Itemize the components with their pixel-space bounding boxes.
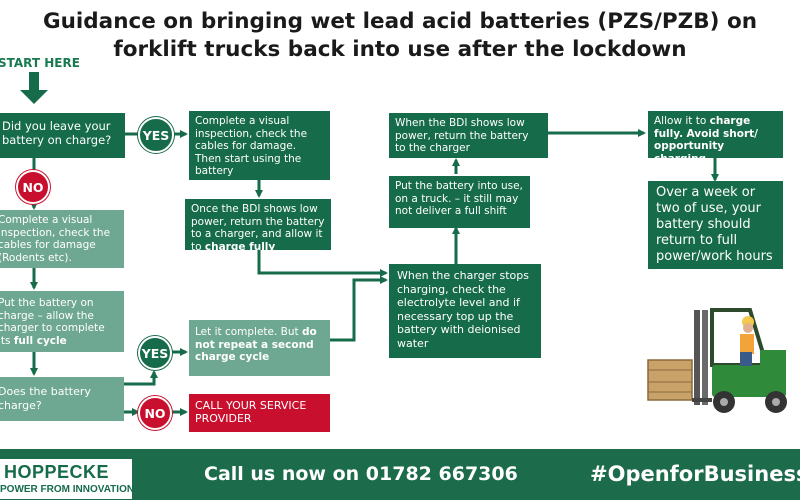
- charge-fully-bold: charge fully.: [654, 115, 751, 140]
- yes-decision-1: YES: [138, 117, 174, 153]
- charger-stops-check-electrolyte: When the charger stops charging, check t…: [389, 264, 541, 358]
- hoppecke-logo: HOPPECKE POWER FROM INNOVATION: [0, 459, 135, 499]
- bdi-low-return-battery: When the BDI shows low power, return the…: [389, 113, 548, 158]
- start-arrow-head: [20, 90, 48, 104]
- footer-bar: [0, 449, 800, 500]
- put-battery-on-charge: Put the battery on charge – allow the ch…: [0, 291, 124, 352]
- page-title-line-1: Guidance on bringing wet lead acid batte…: [42, 9, 758, 34]
- forklift-illustration: [647, 308, 787, 413]
- let-complete-text: Let it complete. But: [195, 326, 302, 338]
- allow-charge-fully: Allow it to charge fully. Avoid short/ o…: [648, 111, 783, 158]
- avoid-short-charging: Avoid short/ opportunity charging: [654, 127, 759, 158]
- let-complete-bold: do not repeat a second charge cycle: [195, 326, 317, 364]
- put-battery-into-use: Put the battery into use, on a truck. – …: [389, 176, 530, 228]
- no-decision-2: NO: [138, 396, 172, 430]
- logo-name: HOPPECKE: [4, 462, 110, 482]
- call-us-text: Call us now on 01782 667306: [204, 463, 518, 485]
- bdi-return-text: Once the BDI shows low power, return the…: [191, 203, 325, 250]
- bdi-return-charge-fully: Once the BDI shows low power, return the…: [185, 199, 331, 250]
- bdi-return-bold: charge fully: [204, 240, 276, 250]
- week-of-use-full-power: Over a week or two of use, your battery …: [648, 181, 783, 269]
- question-left-on-charge: Did you leave your battery on charge?: [0, 113, 125, 158]
- open-for-business-hashtag: #OpenforBusiness: [590, 462, 800, 486]
- yes-decision-2: YES: [138, 336, 172, 370]
- logo-tagline: POWER FROM INNOVATION: [0, 484, 135, 495]
- put-on-charge-text: Put the battery on charge – allow the ch…: [0, 297, 105, 347]
- visual-inspection-start-using: Complete a visual inspection, check the …: [189, 111, 330, 180]
- no-decision-1: NO: [16, 170, 50, 204]
- let-it-complete: Let it complete. But do not repeat a sec…: [189, 320, 330, 376]
- wooden-crate: [647, 359, 693, 401]
- call-service-provider: CALL YOUR SERVICE PROVIDER: [189, 394, 330, 432]
- page-title-line-2: forklift trucks back into use after the …: [113, 37, 687, 62]
- visual-inspection-rodents: Complete a visual inspection, check the …: [0, 210, 124, 268]
- question-does-battery-charge: Does the battery charge?: [0, 377, 124, 421]
- start-here-label: START HERE: [0, 56, 80, 70]
- put-on-charge-bold: full cycle: [13, 334, 67, 347]
- charge-fully-text: Allow it to: [654, 115, 710, 127]
